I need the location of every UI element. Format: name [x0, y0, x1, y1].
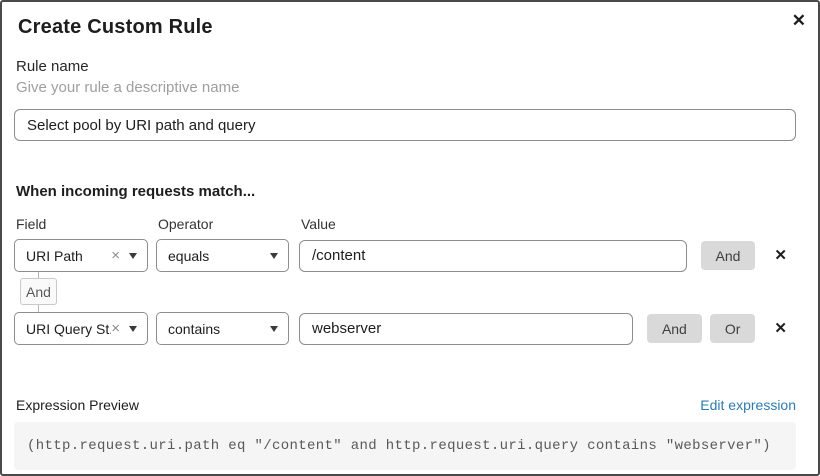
operator-column-label: Operator: [158, 216, 214, 232]
close-icon[interactable]: ✕: [788, 8, 810, 33]
chevron-down-icon: [270, 252, 278, 259]
field-select-value: URI Path: [26, 247, 83, 264]
rule-name-input[interactable]: [14, 109, 796, 141]
and-button[interactable]: And: [646, 314, 702, 343]
clear-icon[interactable]: ×: [111, 320, 120, 337]
clear-icon[interactable]: ×: [111, 247, 120, 264]
and-button[interactable]: And: [700, 241, 756, 270]
remove-condition-icon[interactable]: ✕: [774, 320, 787, 337]
expression-code-block: (http.request.uri.path eq "/content" and…: [14, 422, 796, 470]
field-select[interactable]: URI Path ×: [14, 239, 148, 272]
expression-preview-label: Expression Preview: [16, 397, 139, 413]
dialog-title: Create Custom Rule: [18, 16, 213, 38]
operator-select[interactable]: equals: [156, 239, 289, 272]
condition-column-labels: Field Operator Value: [16, 216, 796, 232]
connector-and-badge: And: [20, 278, 57, 305]
expression-preview-header: Expression Preview Edit expression: [16, 397, 796, 413]
edit-expression-link[interactable]: Edit expression: [700, 397, 796, 413]
operator-select[interactable]: contains: [156, 312, 289, 345]
rule-name-helper: Give your rule a descriptive name: [16, 79, 240, 96]
or-button[interactable]: Or: [709, 314, 756, 343]
condition-row-2: URI Query St... × contains And Or ✕: [14, 312, 796, 345]
operator-select-value: equals: [168, 247, 210, 264]
value-column-label: Value: [301, 216, 336, 232]
connector-line-top: [38, 272, 39, 278]
condition-row-1: URI Path × equals And ✕: [14, 239, 796, 272]
chevron-down-icon: [129, 252, 137, 259]
field-select-value: URI Query St...: [26, 320, 111, 337]
field-select[interactable]: URI Query St... ×: [14, 312, 148, 345]
field-column-label: Field: [16, 216, 47, 232]
chevron-down-icon: [129, 325, 137, 332]
remove-condition-icon[interactable]: ✕: [774, 247, 787, 264]
rule-name-label: Rule name: [16, 58, 89, 75]
value-input[interactable]: [299, 239, 687, 272]
value-input[interactable]: [299, 312, 633, 345]
connector-line-bottom: [38, 305, 39, 312]
expression-text: (http.request.uri.path eq "/content" and…: [27, 438, 771, 454]
match-heading: When incoming requests match...: [16, 183, 256, 200]
condition-connector: And: [16, 272, 796, 312]
operator-select-value: contains: [168, 320, 221, 337]
chevron-down-icon: [270, 325, 278, 332]
